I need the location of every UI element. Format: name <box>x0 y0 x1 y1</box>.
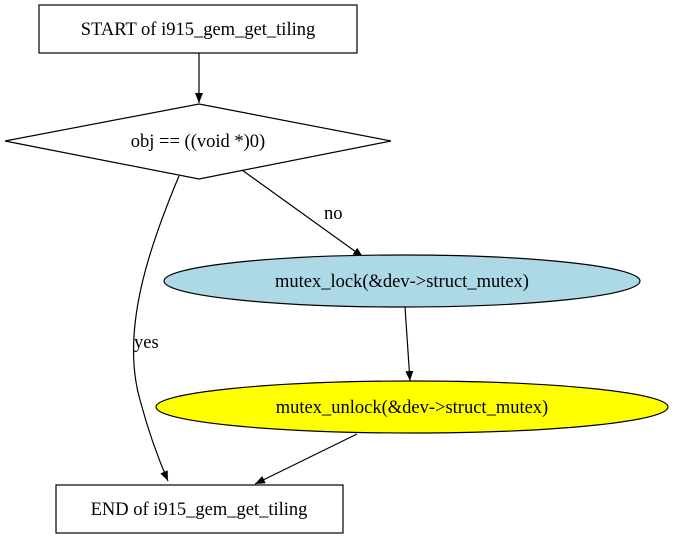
node-end: END of i915_gem_get_tiling <box>55 484 344 534</box>
edges: no yes <box>132 53 414 485</box>
end-box <box>55 484 344 534</box>
condition-label: obj == ((void *)0) <box>131 132 265 152</box>
node-unlock: mutex_unlock(&dev->struct_mutex) <box>155 380 669 434</box>
start-label: START of i915_gem_get_tiling <box>81 20 315 40</box>
lock-ellipse <box>163 254 641 308</box>
edge-unlock-to-end <box>254 433 358 485</box>
unlock-label: mutex_unlock(&dev->struct_mutex) <box>276 398 548 418</box>
edge-label-no: no <box>324 204 343 224</box>
unlock-ellipse <box>155 380 669 434</box>
lock-label: mutex_lock(&dev->struct_mutex) <box>275 272 529 292</box>
edge-condition-to-lock <box>241 169 364 258</box>
end-label: END of i915_gem_get_tiling <box>91 500 308 520</box>
edge-label-yes: yes <box>134 333 159 353</box>
node-start: START of i915_gem_get_tiling <box>38 4 358 54</box>
edge-condition-to-end <box>132 175 180 482</box>
start-box <box>38 4 358 54</box>
node-condition: obj == ((void *)0) <box>4 103 392 180</box>
condition-diamond <box>4 103 392 180</box>
node-lock: mutex_lock(&dev->struct_mutex) <box>163 254 641 308</box>
edge-lock-to-unlock <box>404 306 414 382</box>
